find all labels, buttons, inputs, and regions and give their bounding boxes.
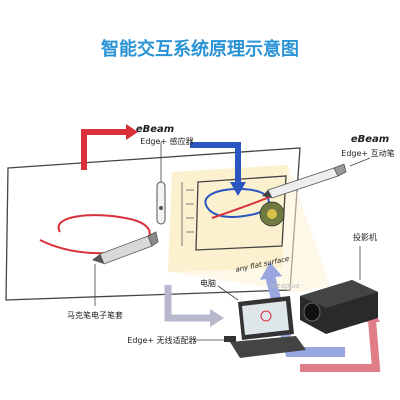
red-ink-curve-projected (211, 195, 273, 219)
computer-leader-line (217, 285, 239, 301)
pen-leader-line (349, 157, 371, 167)
computer-label: 电脑 (200, 278, 216, 288)
sensor-label: Edge+ 感应器 (140, 136, 193, 146)
projected-toolbar (181, 182, 194, 246)
gray-arrow (164, 285, 210, 322)
sensor-dot (159, 206, 163, 210)
circular-tool-menu (259, 201, 285, 227)
red-ink-curve (39, 214, 151, 255)
projected-screen (195, 175, 287, 251)
marker-sleeve-label: 马克笔电子笔套 (67, 310, 123, 320)
interactive-pen (262, 163, 347, 199)
projector (300, 280, 378, 334)
laptop (230, 296, 306, 358)
projector-label: 投影机 (353, 232, 377, 242)
blue-arrow (190, 142, 241, 186)
pen-label: Edge+ 互动笔 (341, 148, 394, 158)
flow-arrow-blue-head (260, 262, 282, 280)
edge-sensor-device (156, 181, 166, 225)
ebeam-logo-pen: eBeam (351, 134, 389, 145)
wireless-adapter (224, 336, 236, 342)
gray-arrow-head (210, 309, 224, 327)
marker-pen (92, 231, 159, 265)
ebeam-logo-sensor: eBeam (136, 124, 174, 135)
red-arrow (81, 129, 126, 170)
blue-arrow-head (230, 182, 246, 196)
flow-arrow-red (300, 319, 381, 372)
adapter-label: Edge+ 无线适配器 (127, 335, 196, 345)
diagram-title: 智能交互系统原理示意图 (101, 38, 299, 60)
watermark: ideaplus (270, 282, 300, 290)
red-arrow-head (126, 124, 138, 140)
